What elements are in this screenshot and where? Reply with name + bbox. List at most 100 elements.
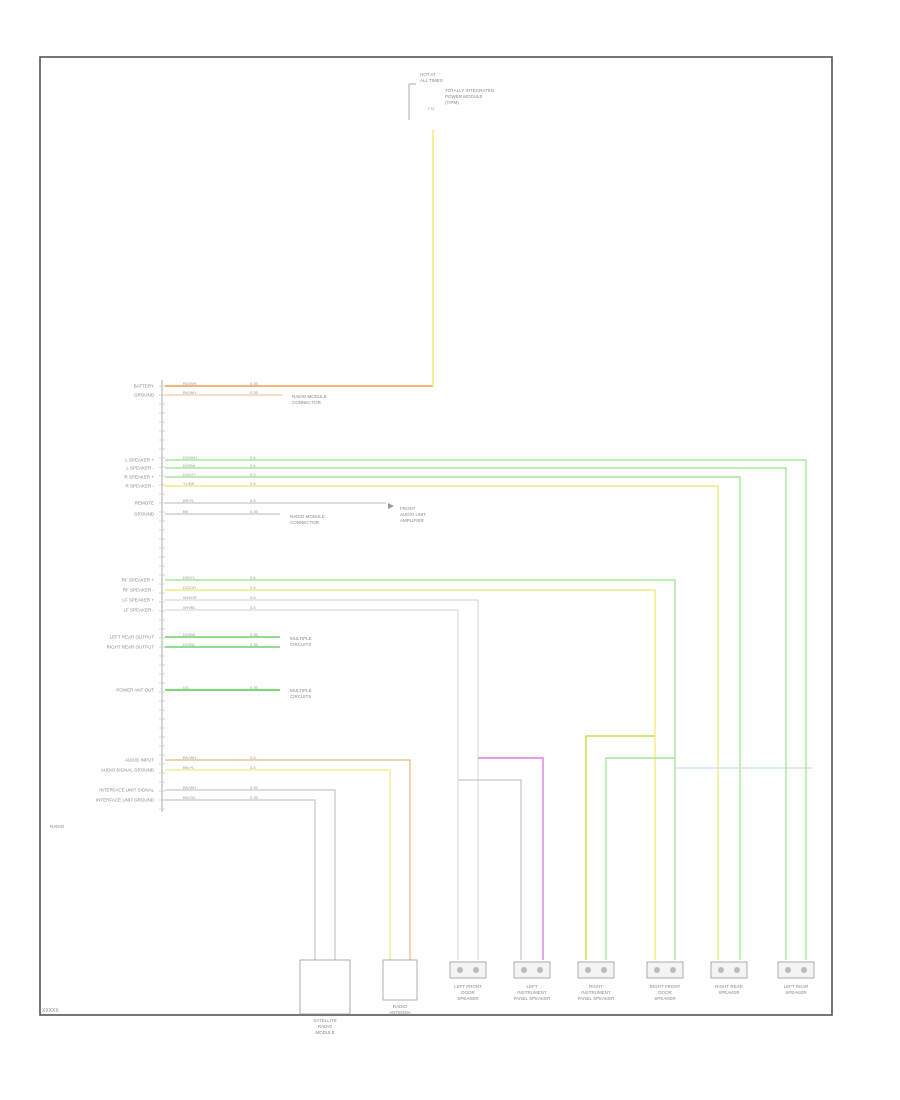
pin-label: GROUND [134, 393, 155, 398]
wire-color-label: WH/BL [183, 605, 196, 610]
terminal-icon [601, 967, 607, 973]
wire-color-label: BK/WH [183, 755, 196, 760]
wire-gauge-label: 0.35 [250, 795, 259, 800]
terminal-icon [473, 967, 479, 973]
pin-label: BATTERY [134, 384, 154, 389]
wire-right-ip-speaker-neg [605, 757, 675, 960]
component-label: PANEL SPEAKER [578, 996, 616, 1001]
wire-gauge-label: 0.5 [250, 605, 256, 610]
component-label: RADIO [393, 1004, 408, 1009]
component-label: MODULE [315, 1030, 334, 1035]
wire-gauge-label: 0.5 [250, 765, 256, 770]
wire-color-label: YL/BK [183, 481, 195, 486]
note-multiple-circuits-1-a: MULTIPLE [290, 636, 312, 641]
component-label: SPEAKER [785, 990, 807, 995]
terminal-icon [670, 967, 676, 973]
pin-label: L SPEAKER - [126, 466, 154, 471]
pin-label: AUDIO SIGNAL GROUND [101, 768, 155, 773]
wire-lf-speaker-pos [165, 599, 479, 960]
wire-gauge-label: 0.35 [250, 785, 259, 790]
pin-label: AUDIO INPUT [125, 758, 154, 763]
component-label: LEFT REAR [784, 984, 809, 989]
wire-color-label: DG/BK [183, 463, 196, 468]
wire-rf-speaker-neg [165, 589, 656, 960]
wire-audio-ground [165, 769, 391, 960]
wire-gauge-label: 0.5 [250, 463, 256, 468]
speaker-icon [513, 961, 551, 979]
component-label: INSTRUMENT [581, 990, 611, 995]
note-multiple-circuits-1-b: CIRCUITS [290, 642, 311, 647]
fuse-label: F11 [428, 106, 435, 111]
terminal-icon [585, 967, 591, 973]
wire-color-label: DG/YL [183, 575, 196, 580]
terminal-icon [801, 967, 807, 973]
component-label: DOOR [658, 990, 672, 995]
top-connector-label-1: HOT AT [420, 72, 436, 77]
wire-l-speaker-neg [165, 467, 787, 960]
side-notes: RADIO MODULE CONNECTOR FRONT AUDIO UNIT … [290, 394, 426, 699]
note-radio-connector-2-b: CONNECTOR [290, 520, 320, 525]
component-label: INSTRUMENT [517, 990, 547, 995]
speaker-icon [577, 961, 615, 979]
wire-gauge-label: 0.35 [250, 642, 259, 647]
top-connector-label-2: ALL TIMES [420, 78, 443, 83]
wire-color-label: BK/WH [183, 390, 196, 395]
wire-gauge-label: 0.35 [250, 632, 259, 637]
wire-color-label: WH/OR [183, 595, 197, 600]
component-connector [299, 959, 351, 1015]
wire-interface-signal [165, 789, 336, 960]
note-multiple-circuits-2-b: CIRCUITS [290, 694, 311, 699]
component-label: RIGHT FRONT [650, 984, 681, 989]
wire-color-label: BK/YL [183, 498, 195, 503]
pin-label: RF SPEAKER + [122, 578, 155, 583]
wire-color-label: DG/GY [183, 472, 196, 477]
wire-gauge-label: 0.35 [250, 381, 259, 386]
speaker-icon [449, 961, 487, 979]
tipm-desc-3: (TIPM) [445, 100, 459, 105]
note-front-amp-b: AUDIO UNIT [400, 512, 426, 517]
wire-color-label: BK/YL [183, 765, 195, 770]
pin-label: R SPEAKER + [124, 475, 154, 480]
wire-color-label: BK/WH [183, 785, 196, 790]
tipm-desc-1: TOTALLY INTEGRATED [445, 88, 495, 93]
pin-label: R SPEAKER - [125, 484, 154, 489]
wire-audio-input [165, 759, 411, 960]
wire-left-ip-speaker-pos [478, 757, 544, 960]
component-label: RIGHT [589, 984, 603, 989]
component-label: DOOR [461, 990, 475, 995]
wire-gauge-label: 0.5 [250, 455, 256, 460]
wire-color-label: BK [183, 509, 189, 514]
component-label: RIGHT REAR [715, 984, 743, 989]
note-front-amp-c: AMPLIFIER [400, 518, 425, 523]
wire-color-label: DG/WH [183, 455, 197, 460]
wire-interface-ground [165, 799, 316, 960]
pin-label: GROUND [134, 512, 155, 517]
wire-gauge-label: 0.5 [250, 595, 256, 600]
component-label: LEFT FRONT [454, 984, 482, 989]
component-label: ANTENNA [389, 1010, 411, 1015]
component-label: LEFT [526, 984, 537, 989]
wire-right-ip-speaker-pos [585, 735, 655, 960]
note-radio-connector-1-a: RADIO MODULE [292, 394, 327, 399]
wire-color-label: BK/OG [183, 795, 196, 800]
wire-gauge-label: 0.5 [250, 755, 256, 760]
wire-color-label: DG/OR [183, 585, 196, 590]
component-label: SPEAKER [718, 990, 740, 995]
component-connector [382, 959, 418, 1001]
terminal-icon [785, 967, 791, 973]
pin-label: LF SPEAKER + [122, 598, 154, 603]
speaker-icon [710, 961, 748, 979]
wire-color-label: DG/BL [183, 642, 196, 647]
wire-color-label: DG [183, 685, 189, 690]
component-label: PANEL SPEAKER [514, 996, 552, 1001]
wire-gauge-label: 0.35 [250, 390, 259, 395]
terminal-icon [457, 967, 463, 973]
